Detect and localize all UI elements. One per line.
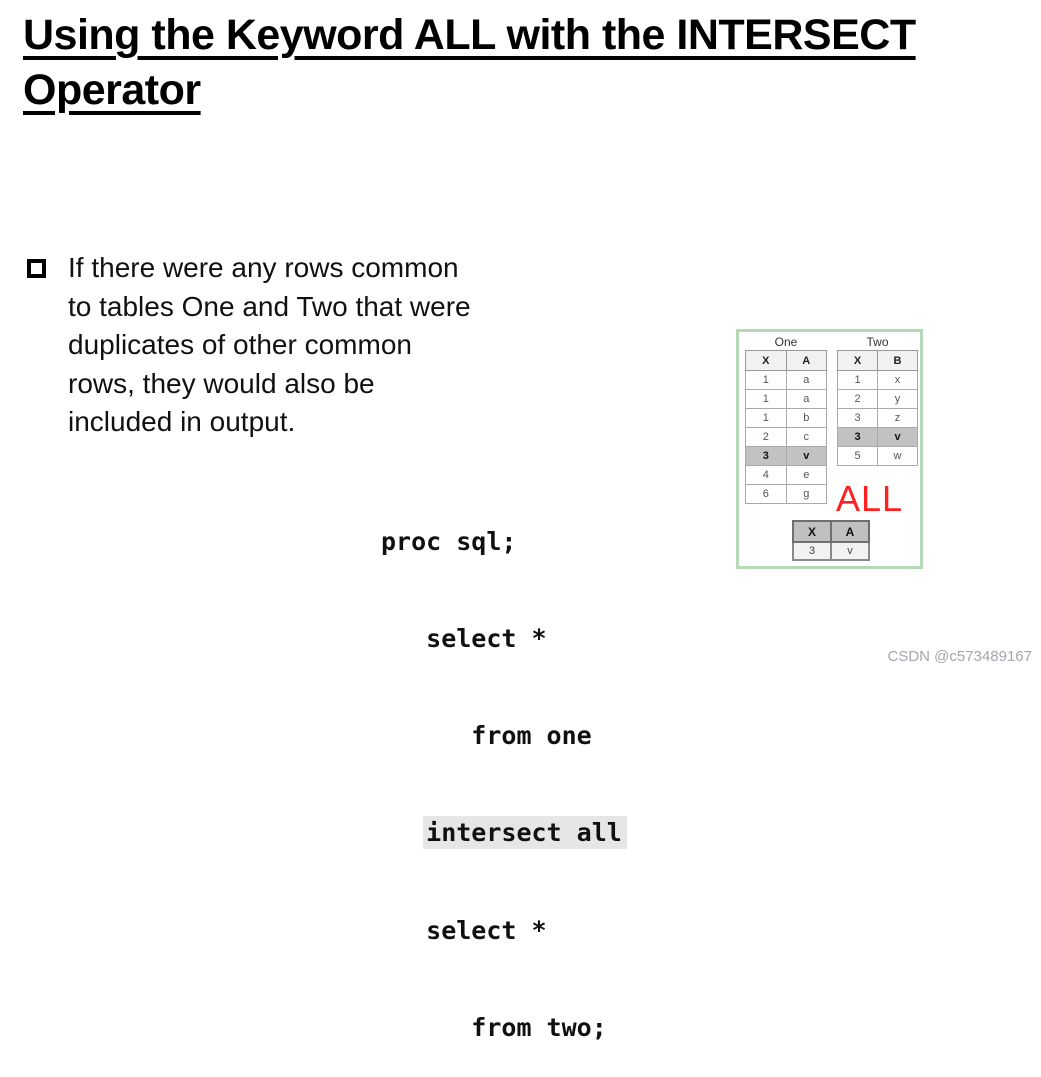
square-bullet-icon bbox=[27, 259, 46, 278]
table-cell: x bbox=[877, 370, 918, 390]
bullet-line: to tables One and Two that were bbox=[68, 290, 471, 322]
table-cell: 3 bbox=[792, 541, 832, 561]
code-line-highlighted: intersect all bbox=[381, 816, 627, 850]
table-header-row: X B bbox=[837, 350, 918, 371]
table-one-title: One bbox=[774, 335, 798, 349]
code-line: select * bbox=[426, 915, 547, 945]
table-cell: 1 bbox=[745, 370, 787, 390]
table-cell: 3 bbox=[837, 427, 878, 447]
table-cell: b bbox=[785, 408, 827, 428]
table-cell: g bbox=[785, 484, 827, 504]
table-cell: v bbox=[785, 446, 827, 466]
table-cell: 2 bbox=[745, 427, 787, 447]
table-cell: z bbox=[877, 408, 918, 428]
table-header-cell: A bbox=[785, 350, 827, 371]
table-cell: e bbox=[785, 465, 827, 485]
table-cell: y bbox=[877, 389, 918, 409]
bullet-paragraph: If there were any rows common to tables … bbox=[68, 249, 471, 442]
table-header-cell: X bbox=[837, 350, 878, 371]
bullet-line: duplicates of other common bbox=[68, 329, 412, 360]
table-cell: v bbox=[877, 427, 918, 447]
table-cell: v bbox=[830, 541, 870, 561]
table-cell: 4 bbox=[745, 465, 787, 485]
table-cell: 3 bbox=[745, 446, 787, 466]
table-cell: a bbox=[785, 370, 827, 390]
csdn-watermark: CSDN @c573489167 bbox=[887, 648, 1032, 665]
page-title-line-2: Operator bbox=[23, 66, 201, 114]
table-header-row: X A bbox=[745, 350, 827, 371]
bullet-line: rows, they would also be bbox=[68, 367, 375, 399]
table-cell: 1 bbox=[837, 370, 878, 390]
table-cell: c bbox=[785, 427, 827, 447]
table-header-cell: A bbox=[830, 520, 870, 543]
code-line: from two; bbox=[471, 1012, 607, 1042]
page-title-line-1: Using the Keyword ALL with the INTERSECT bbox=[23, 11, 916, 59]
table-two-title: Two bbox=[866, 335, 889, 349]
table-cell: 1 bbox=[745, 408, 787, 428]
table-cell: w bbox=[877, 446, 918, 466]
table-cell: a bbox=[785, 389, 827, 409]
table-cell: 5 bbox=[837, 446, 878, 466]
table-cell: 3 bbox=[837, 408, 878, 428]
table-header-cell: B bbox=[877, 350, 918, 371]
code-line: proc sql; bbox=[381, 526, 517, 556]
table-cell: 2 bbox=[837, 389, 878, 409]
intersect-all-highlight: intersect all bbox=[423, 816, 627, 850]
page-title: Using the Keyword ALL with the INTERSECT… bbox=[23, 8, 1028, 118]
table-cell: 1 bbox=[745, 389, 787, 409]
table-header-row: X A bbox=[792, 520, 870, 543]
bullet-line: included in output. bbox=[68, 406, 296, 437]
code-line: from one bbox=[471, 721, 592, 751]
table-header-cell: X bbox=[745, 350, 787, 371]
code-line: select * bbox=[426, 624, 547, 654]
table-header-cell: X bbox=[792, 520, 832, 543]
sql-code-block: proc sql; select * from one intersect al… bbox=[381, 461, 627, 1077]
bullet-line: If there were any rows common bbox=[68, 252, 459, 283]
table-cell: 6 bbox=[745, 484, 787, 504]
all-keyword-label: ALL bbox=[836, 478, 904, 519]
